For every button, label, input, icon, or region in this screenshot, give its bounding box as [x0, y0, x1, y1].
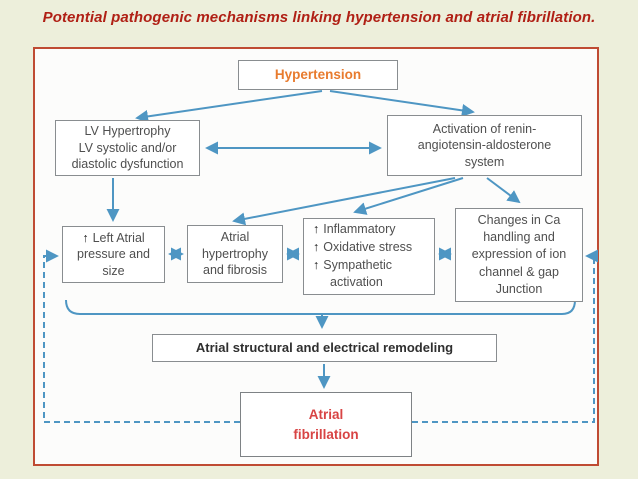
- ah-line: and fibrosis: [203, 263, 267, 278]
- inf-text: Inflammatory: [323, 222, 396, 236]
- inf-text: Oxidative stress: [323, 239, 413, 254]
- la-line: pressure and: [77, 247, 150, 262]
- ca-line: channel & gap: [479, 264, 559, 279]
- raas-line: system: [464, 154, 505, 169]
- inf-line: ↑Sympathetic: [313, 257, 434, 275]
- node-ca-handling: Changes in Ca handling and expression of…: [455, 208, 583, 302]
- up-arrow-icon: ↑: [313, 239, 320, 254]
- lv-line: LV systolic and/or: [78, 140, 177, 155]
- slide-title: Potential pathogenic mechanisms linking …: [42, 9, 596, 26]
- node-inflammatory-oxidative-sympathetic: ↑Inflammatory ↑Oxidative stress ↑Sympath…: [303, 218, 435, 295]
- remodeling-label: Atrial structural and electrical remodel…: [195, 340, 454, 356]
- la-line: size: [102, 263, 125, 278]
- node-atrial-fibrillation: Atrial fibrillation: [240, 392, 412, 457]
- ah-line: Atrial: [220, 230, 250, 245]
- inf-line: ↑Oxidative stress: [313, 239, 434, 257]
- node-lv-hypertrophy: LV Hypertrophy LV systolic and/or diasto…: [55, 120, 200, 176]
- node-hypertension: Hypertension: [238, 60, 398, 90]
- la-text: Left Atrial: [92, 230, 145, 245]
- ca-line: expression of ion: [471, 247, 567, 262]
- inf-line: activation: [330, 275, 383, 290]
- raas-line: angiotensin-aldosterone: [417, 138, 552, 153]
- node-atrial-hypertrophy: Atrial hypertrophy and fibrosis: [187, 225, 283, 283]
- ah-line: hypertrophy: [201, 246, 268, 261]
- up-arrow-icon: ↑: [313, 257, 320, 272]
- inf-text: Sympathetic: [323, 257, 393, 272]
- ca-line: Junction: [495, 281, 543, 296]
- node-raas-activation: Activation of renin- angiotensin-aldoste…: [387, 115, 582, 176]
- node-atrial-remodeling: Atrial structural and electrical remodel…: [152, 334, 497, 362]
- raas-line: Activation of renin-: [432, 121, 537, 136]
- la-line: ↑Left Atrial: [63, 230, 164, 247]
- ca-line: handling and: [483, 230, 555, 245]
- inf-line: ↑Inflammatory: [313, 221, 434, 239]
- up-arrow-icon: ↑: [82, 230, 89, 245]
- lv-line: LV Hypertrophy: [84, 124, 171, 139]
- up-arrow-icon: ↑: [313, 222, 320, 236]
- ca-line: Changes in Ca: [477, 212, 561, 227]
- af-line: Atrial: [308, 406, 344, 422]
- node-left-atrial-pressure: ↑Left Atrial pressure and size: [62, 226, 165, 283]
- lv-line: diastolic dysfunction: [71, 157, 184, 172]
- af-line: fibrillation: [293, 426, 359, 442]
- node-hypertension-label: Hypertension: [274, 67, 362, 83]
